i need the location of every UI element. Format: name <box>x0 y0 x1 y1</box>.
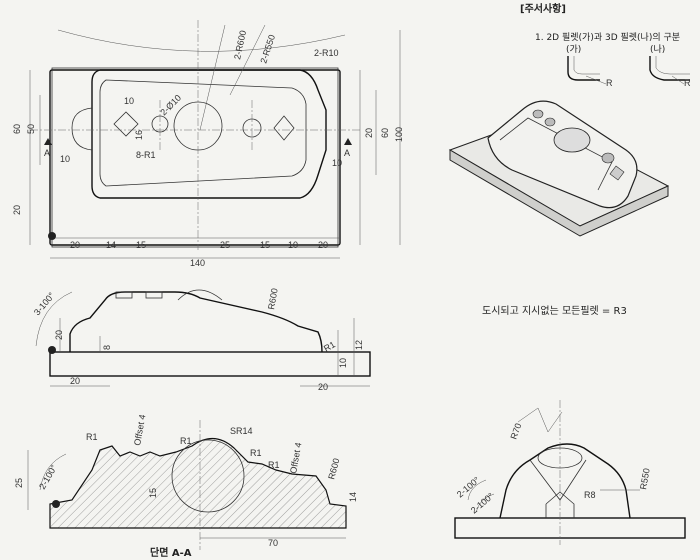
callout-r600: 2-R600 <box>232 29 248 60</box>
dim-r60: 60 <box>380 128 390 138</box>
front-dim10: 10 <box>338 358 348 368</box>
callout-dia10: 2-Ø10 <box>158 93 183 118</box>
section-label-right: A <box>344 148 350 158</box>
dim-i10b: 10 <box>60 154 70 164</box>
top-view: 20 14 15 25 15 10 20 140 60 50 20 20 60 … <box>12 20 404 268</box>
dim-b3: 15 <box>136 240 146 250</box>
section-hatched-body <box>49 437 347 529</box>
note-r-b: R <box>684 78 691 88</box>
notes-header: [주서사항] <box>520 2 566 15</box>
dim-l20: 20 <box>12 205 22 215</box>
fillet-3d-sketch <box>649 56 690 81</box>
front-view: 3-100° R600 R1 20 8 10 12 20 20 <box>32 287 371 392</box>
sec-dim14: 14 <box>348 492 358 502</box>
dim-b5: 15 <box>260 240 270 250</box>
callout-r10: 2-R10 <box>314 48 339 58</box>
front-dim20a: 20 <box>54 330 64 340</box>
detail-r8: R8 <box>584 490 596 500</box>
section-arrow-right <box>344 138 352 145</box>
front-view-boss2 <box>145 291 163 299</box>
front-view-body <box>69 291 323 353</box>
detail-angle2: 2-100° <box>469 491 496 516</box>
sec-offset-a: Offset 4 <box>132 414 147 447</box>
front-dim12: 12 <box>354 340 364 350</box>
detail-r70: R70 <box>508 422 523 441</box>
notes-block: [주서사항] 1. 2D 필렛(가)과 3D 필렛(나)의 구분 (가) (나)… <box>520 2 691 88</box>
dim-b1: 20 <box>70 240 80 250</box>
dim-overall: 140 <box>190 258 205 268</box>
dim-i16: 16 <box>134 130 144 140</box>
detail-body <box>499 443 631 519</box>
front-dim8: 8 <box>102 345 112 350</box>
sec-r600: R600 <box>326 457 341 480</box>
section-datum <box>52 500 60 508</box>
dim-r100: 100 <box>394 127 404 142</box>
sec-dim15: 15 <box>148 488 158 498</box>
notes-item1: 1. 2D 필렛(가)과 3D 필렛(나)의 구분 <box>535 31 680 43</box>
sec-sr14: SR14 <box>230 426 253 436</box>
iso-hole3 <box>601 152 615 164</box>
dim-b4: 25 <box>220 240 230 250</box>
top-view-outline <box>49 69 341 246</box>
sec-dim70: 70 <box>268 538 278 548</box>
fillet-2d-sketch <box>567 56 600 81</box>
note-r-a: R <box>606 78 613 88</box>
section-arrow-left <box>44 138 52 145</box>
front-view-dome <box>177 289 223 301</box>
detail-angle1: 2-100° <box>455 475 482 500</box>
dim-i10c: 10 <box>332 158 342 168</box>
front-r600: R600 <box>266 287 280 310</box>
iso-dome <box>553 127 591 153</box>
dim-l50: 50 <box>26 124 36 134</box>
datum-mark <box>48 232 56 240</box>
sec-r1d: R1 <box>268 460 280 470</box>
dim-b7: 20 <box>318 240 328 250</box>
sec-r1c: R1 <box>250 448 262 458</box>
section-sphere <box>171 439 245 513</box>
top-view-inner-taper <box>99 79 307 187</box>
front-r1: R1 <box>322 339 337 353</box>
fillet-note: 도시되고 지시없는 모든필렛 = R3 <box>482 304 627 317</box>
front-view-boss1 <box>115 291 133 299</box>
sec-dim25: 25 <box>14 478 24 488</box>
callout-8r1: 8-R1 <box>136 150 156 160</box>
front-dim20b: 20 <box>70 376 80 386</box>
notes-na: (나) <box>650 44 665 55</box>
top-view-boss <box>71 107 93 151</box>
section-label-left: A <box>44 148 50 158</box>
iso-body <box>487 100 638 209</box>
dim-l60: 60 <box>12 124 22 134</box>
sec-r1b: R1 <box>180 436 192 446</box>
dim-i10a: 10 <box>124 96 134 106</box>
section-title: 단면 A-A <box>150 546 192 559</box>
top-view-base <box>51 67 339 248</box>
iso-hole2 <box>544 117 556 127</box>
front-datum <box>48 346 56 354</box>
iso-hole1 <box>532 109 544 119</box>
front-dim20c: 20 <box>318 382 328 392</box>
section-view: R1 Offset 4 R1 SR14 R1 R1 Offset 4 R600 … <box>14 414 358 559</box>
dim-b6: 10 <box>288 240 298 250</box>
detail-view: R70 R550 R8 2-100° 2-100° <box>454 400 686 545</box>
isometric-view <box>448 100 670 237</box>
detail-base <box>454 517 686 539</box>
notes-ga: (가) <box>566 44 581 55</box>
front-angle: 3-100° <box>32 290 57 317</box>
sec-r1a: R1 <box>86 432 98 442</box>
dim-b2: 14 <box>106 240 116 250</box>
diamond-right <box>273 115 295 141</box>
diamond-left <box>113 111 139 137</box>
top-view-body <box>91 69 327 199</box>
detail-r550: R550 <box>638 467 652 490</box>
sec-offset-b: Offset 4 <box>288 442 303 475</box>
dim-r20: 20 <box>364 128 374 138</box>
sec-angle: 2-100° <box>37 463 59 491</box>
front-view-base <box>49 351 371 377</box>
